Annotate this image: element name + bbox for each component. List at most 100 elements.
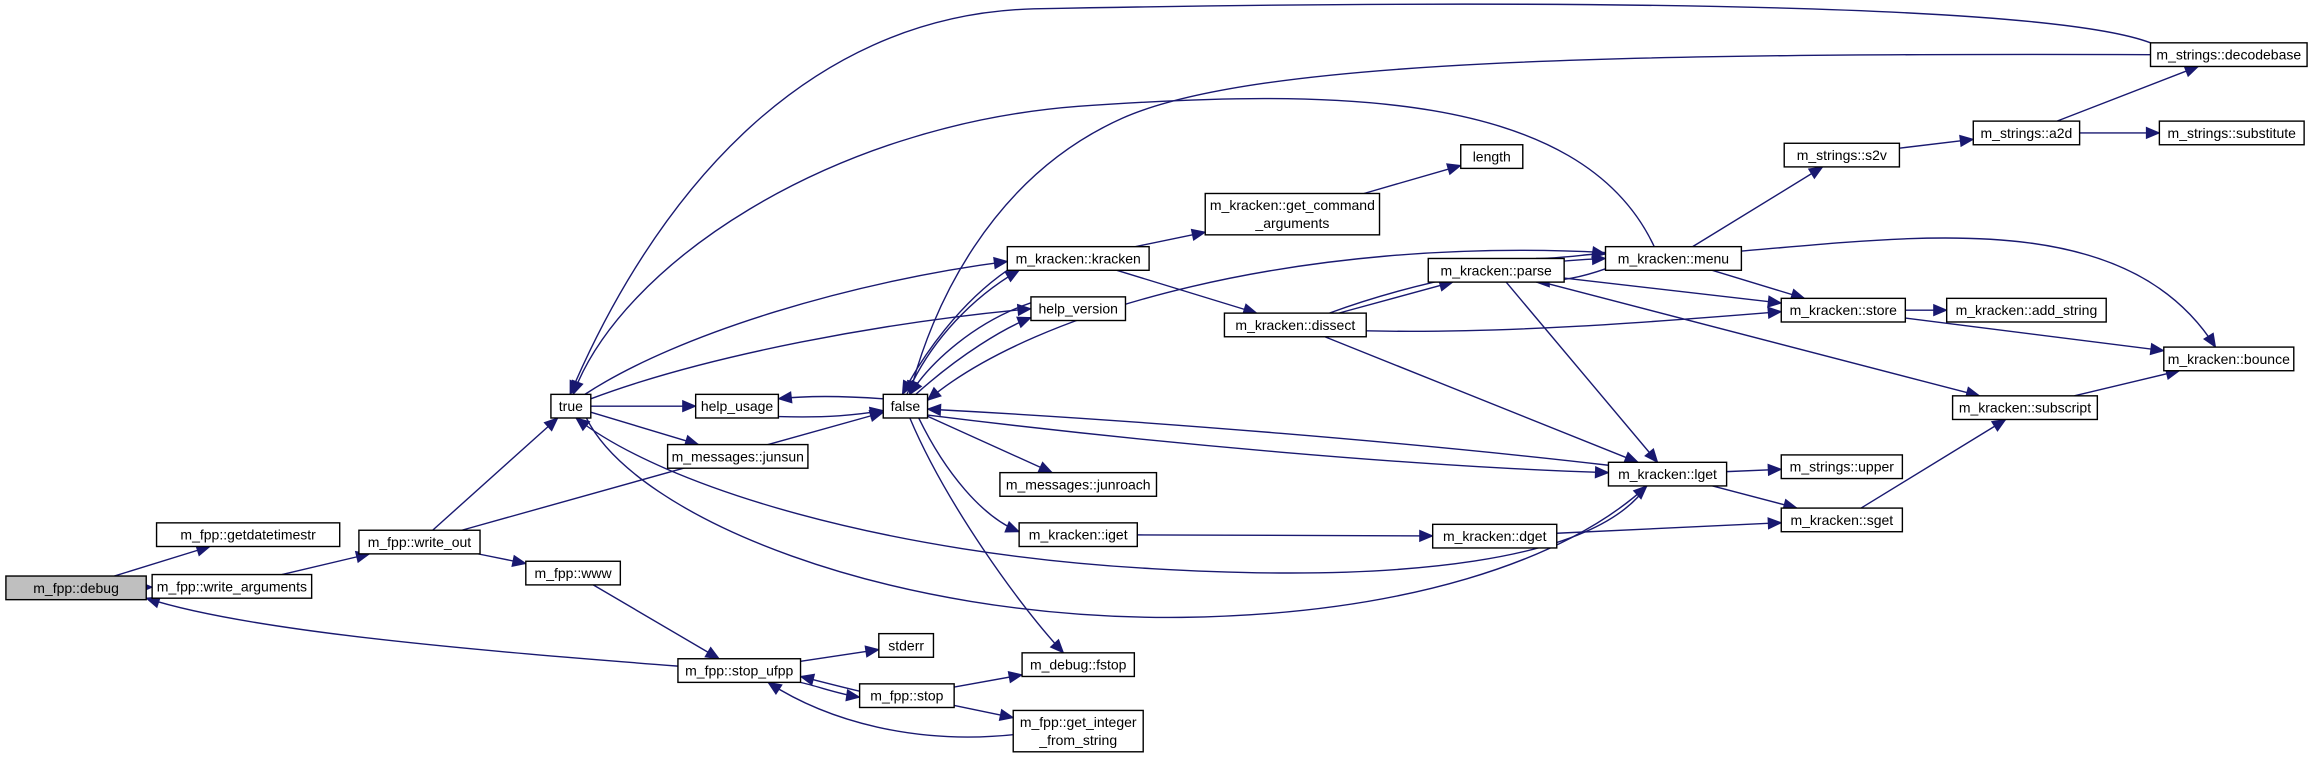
node-bounce[interactable]: m_kracken::bounce [2163,346,2295,372]
edge-line [778,395,884,400]
node-label: _from_string [1038,732,1117,748]
edge-line [1541,281,1980,397]
node-label: m_fpp::write_out [368,534,472,550]
node-box [2163,346,2295,372]
node-box [1204,192,1381,236]
edge-dissect-to-lget [1324,336,1640,464]
node-help-version[interactable]: help_version [1030,296,1127,322]
edge-arrowhead [575,417,591,432]
node-kracken[interactable]: m_kracken::kracken [1006,245,1150,271]
node-box [1012,709,1144,753]
node-menu[interactable]: m_kracken::menu [1604,245,1743,271]
edge-false-to-junroach [927,415,1054,474]
node-box [2158,120,2305,146]
node-box [2149,42,2308,68]
edge-true-to-junsun [590,411,700,447]
edge-help_usage-to-false [778,406,885,419]
node-label: m_debug::fstop [1030,657,1127,673]
edge-arrowhead [1004,269,1021,283]
node-stderr[interactable]: stderr [878,632,935,658]
node-stop-ufpp[interactable]: m_fpp::stop_ufpp [677,658,802,684]
node-get-command[interactable]: m_kracken::get_command_arguments [1204,192,1381,236]
node-get-integer[interactable]: m_fpp::get_integer_from_string [1012,709,1144,753]
edge-debug-to-getdatetimestr [114,544,212,577]
node-sget[interactable]: m_kracken::sget [1780,507,1904,533]
edge-line [1741,237,2217,348]
node-junroach[interactable]: m_messages::junroach [999,471,1158,497]
edge-line [767,681,1020,738]
node-dissect[interactable]: m_kracken::dissect [1223,312,1367,338]
node-box [1021,652,1136,678]
node-s2v[interactable]: m_strings::s2v [1783,142,1901,168]
node-debug[interactable]: m_fpp::debug [5,575,147,601]
node-length[interactable]: length [1460,144,1524,170]
edge-stop-to-fstop [954,671,1024,688]
edge-stop_ufpp-to-stderr [800,645,881,663]
node-store[interactable]: m_kracken::store [1780,297,1907,323]
edge-line [569,3,2151,395]
edge-line [1712,269,1805,300]
node-label: m_strings::s2v [1797,147,1887,163]
edge-arrowhead [1591,245,1607,259]
edge-arrowhead [799,673,816,686]
node-lget[interactable]: m_kracken::lget [1607,461,1728,487]
edge-arrowhead [998,708,1015,722]
edge-line [915,316,1032,395]
node-add-string[interactable]: m_kracken::add_string [1945,297,2107,323]
node-www[interactable]: m_fpp::www [525,560,622,586]
node-box [1006,245,1150,271]
node-label: m_fpp::debug [33,580,119,596]
edge-arrowhead [868,406,885,419]
edge-arrowhead [926,403,942,417]
edge-lget-to-false [926,403,1609,466]
node-iget[interactable]: m_kracken::iget [1018,522,1138,548]
node-junsun[interactable]: m_messages::junsun [666,443,809,469]
edge-arrowhead [993,256,1009,270]
edge-line [584,260,1008,395]
edge-arrowhead [1644,447,1659,464]
node-label: m_kracken::iget [1029,527,1128,543]
edge-true-to-help_version [590,303,1033,400]
edge-line [909,53,2151,395]
node-help-usage[interactable]: help_usage [694,393,780,419]
edge-line [590,411,699,446]
edge-arrowhead [906,379,920,396]
edge-a2d-to-substitute [2079,126,2161,140]
edge-arrowhead [777,391,793,404]
edge-write_out-to-www [477,553,528,567]
node-fstop[interactable]: m_debug::fstop [1021,652,1136,678]
edge-line [2056,65,2199,122]
node-upper[interactable]: m_strings::upper [1780,454,1904,480]
edge-line [432,417,559,531]
edge-arrowhead [1959,134,1975,148]
edge-line [1712,485,1798,509]
edges-layer [114,3,2217,738]
node-stop[interactable]: m_fpp::stop [858,683,955,709]
node-box [550,393,592,419]
node-label: m_fpp::get_integer [1020,714,1137,730]
edge-false-to-iget [918,417,1021,533]
node-false[interactable]: false [882,393,929,419]
edge-line [1905,317,2164,352]
node-true[interactable]: true [550,393,592,419]
node-getdatetimestr[interactable]: m_fpp::getdatetimestr [155,522,341,548]
node-subscript[interactable]: m_kracken::subscript [1951,395,2099,421]
node-substitute[interactable]: m_strings::substitute [2158,120,2305,146]
node-write-out[interactable]: m_fpp::write_out [358,529,481,555]
node-a2d[interactable]: m_strings::a2d [1972,120,2081,146]
node-parse[interactable]: m_kracken::parse [1427,257,1565,283]
edge-line [1324,336,1639,463]
edge-store-to-bounce [1905,317,2166,356]
edge-kracken-to-get_command [1135,228,1207,248]
edge-arrowhead [1632,485,1648,500]
node-label: m_kracken::dissect [1235,317,1355,333]
node-box [1431,523,1558,549]
node-box [1780,454,1904,480]
node-decodebase[interactable]: m_strings::decodebase [2149,42,2308,68]
edge-line [927,408,1609,466]
node-write-arguments[interactable]: m_fpp::write_arguments [151,573,313,599]
node-box [677,658,802,684]
node-label: help_usage [701,398,774,414]
node-dget[interactable]: m_kracken::dget [1431,523,1558,549]
